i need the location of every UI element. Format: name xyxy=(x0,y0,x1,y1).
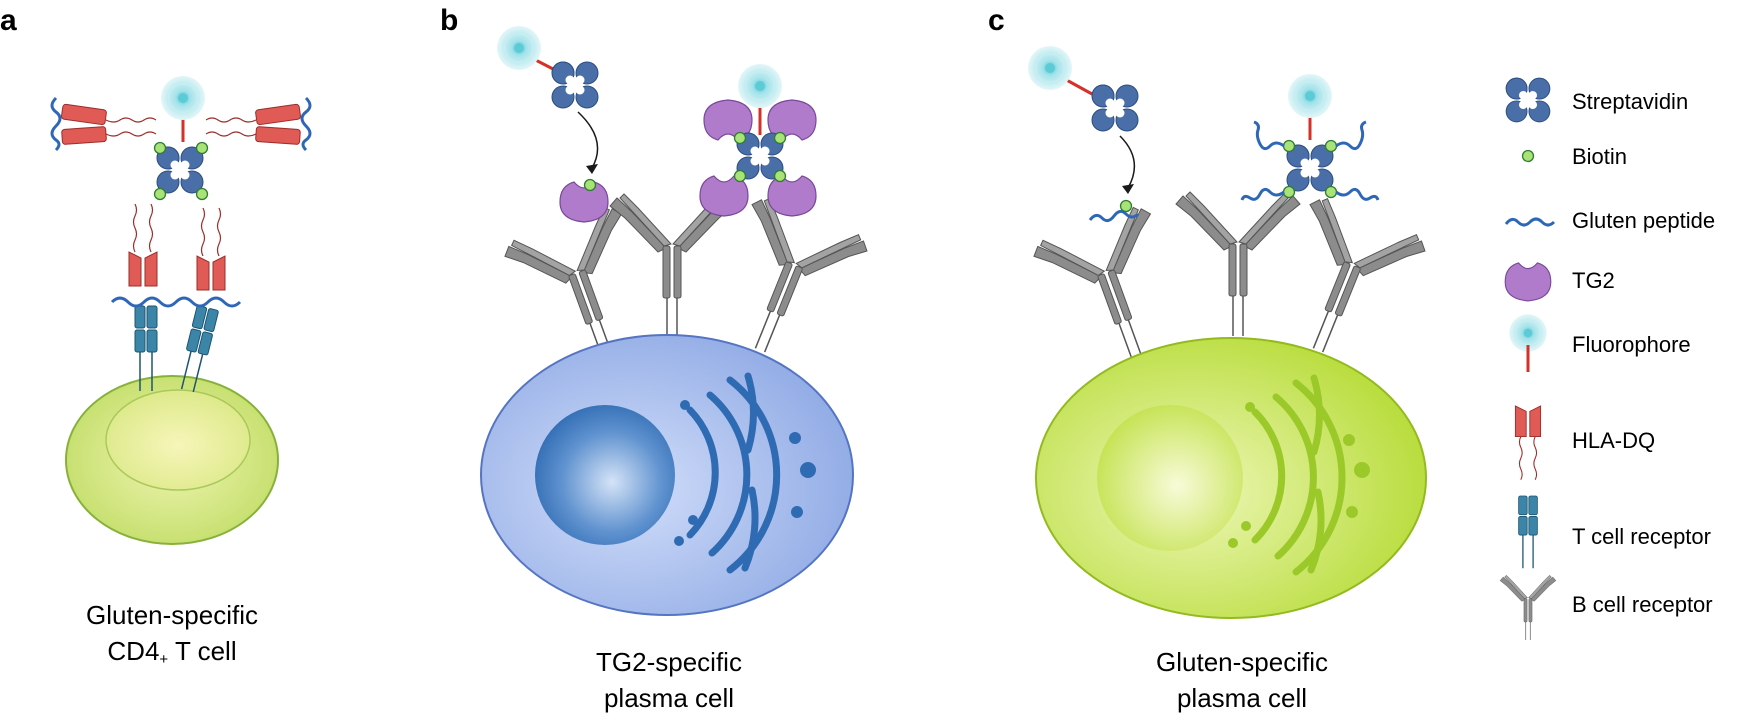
svg-text:HLA-DQ: HLA-DQ xyxy=(1572,428,1655,453)
legend-item-tg2: TG2 xyxy=(1504,262,1615,302)
binding-arrow-b xyxy=(577,111,599,169)
panel-letter-a: a xyxy=(0,4,17,37)
legend: Streptavidin Biotin Gluten peptide TG2 F… xyxy=(1499,77,1715,641)
gluten-peptide-a xyxy=(110,296,242,308)
caption-a-line1: Gluten-specific xyxy=(86,600,258,630)
hla-dq-lower-left xyxy=(128,203,158,287)
svg-text:Gluten peptide: Gluten peptide xyxy=(1572,208,1715,233)
svg-text:Fluorophore: Fluorophore xyxy=(1572,332,1691,357)
legend-item-hla-dq: HLA-DQ xyxy=(1514,405,1655,481)
svg-text:B cell receptor: B cell receptor xyxy=(1572,592,1713,617)
streptavidin-free-c xyxy=(1091,84,1139,132)
panel-c: c xyxy=(988,4,1431,713)
legend-item-biotin: Biotin xyxy=(1521,144,1627,169)
gluten-specific-plasma-cell xyxy=(1035,337,1427,619)
tg2-specific-plasma-cell xyxy=(480,334,854,616)
t-cell-receptor-icon xyxy=(1518,495,1538,569)
t-cell xyxy=(65,375,279,545)
b-cell-receptor-b2 xyxy=(609,193,735,339)
caption-a-line2: CD4+ T cell xyxy=(107,636,236,668)
panel-b: b xyxy=(440,4,873,713)
caption-c-line2: plasma cell xyxy=(1177,683,1307,713)
streptavidin-icon xyxy=(1505,77,1551,123)
biotins-a xyxy=(153,141,209,201)
fluorophore-free-c xyxy=(1026,44,1074,92)
svg-text:T cell receptor: T cell receptor xyxy=(1572,524,1711,549)
legend-item-t-cell-receptor: T cell receptor xyxy=(1518,495,1711,569)
legend-item-b-cell-receptor: B cell receptor xyxy=(1499,574,1713,641)
tetramer-bound-c xyxy=(1240,72,1380,201)
hla-dq-icon xyxy=(1514,405,1542,481)
hla-dq-upper-left xyxy=(50,96,157,152)
caption-b-line1: TG2-specific xyxy=(596,647,742,677)
fluorophore-a xyxy=(159,74,207,122)
panel-letter-b: b xyxy=(440,4,458,37)
svg-text:Biotin: Biotin xyxy=(1572,144,1627,169)
streptavidin-free-b xyxy=(551,61,599,109)
biotin-icon xyxy=(1521,149,1535,163)
caption-b-line2: plasma cell xyxy=(604,683,734,713)
hla-dq-upper-right xyxy=(205,96,312,152)
panel-a: a xyxy=(0,4,312,668)
svg-text:TG2: TG2 xyxy=(1572,268,1615,293)
b-cell-receptor-icon xyxy=(1499,574,1557,641)
fluorophore-icon xyxy=(1508,313,1548,372)
legend-item-gluten-peptide: Gluten peptide xyxy=(1504,208,1715,233)
streptavidin-a xyxy=(156,146,204,194)
legend-item-streptavidin: Streptavidin xyxy=(1505,77,1688,123)
tg2-bound-b xyxy=(559,181,609,223)
tetramer-bound-b xyxy=(699,62,817,217)
svg-text:Streptavidin: Streptavidin xyxy=(1572,89,1688,114)
fluorophore-free-b xyxy=(495,24,543,72)
panel-letter-c: c xyxy=(988,4,1005,37)
gluten-peptide-bound-c xyxy=(1088,209,1140,223)
caption-c-line1: Gluten-specific xyxy=(1156,647,1328,677)
hla-dq-lower-right xyxy=(196,207,226,291)
gluten-peptide-icon xyxy=(1504,217,1556,227)
tg2-icon xyxy=(1504,262,1552,302)
legend-item-fluorophore: Fluorophore xyxy=(1508,313,1691,372)
binding-arrow-c xyxy=(1119,135,1136,189)
b-cell-receptor-c2 xyxy=(1175,191,1301,337)
